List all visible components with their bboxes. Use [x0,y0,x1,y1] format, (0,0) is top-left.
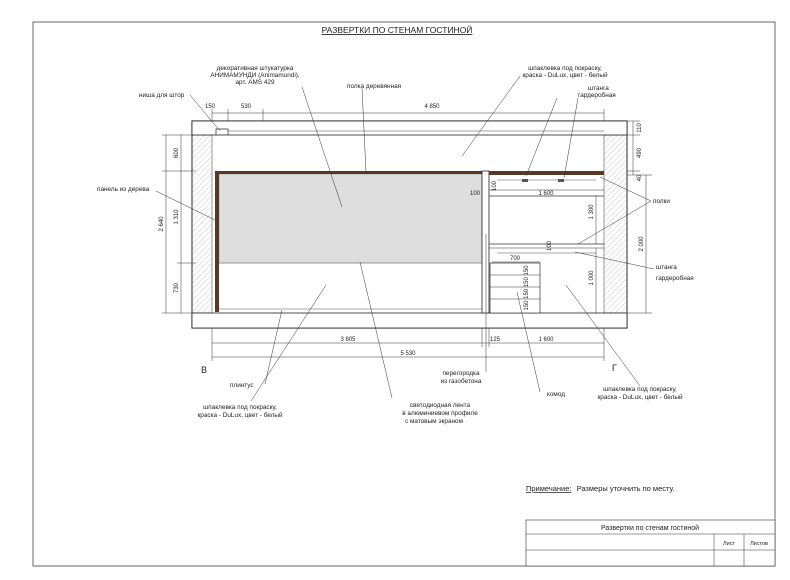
wood-shelf [216,171,482,174]
floor-slab [191,312,628,329]
annotation-rod-top-line1: штанга [588,85,609,92]
dim-w-100b: 100 [492,180,498,191]
title-block-sheet: Лист [723,541,735,547]
dim-w-1300: 1 300 [589,204,595,220]
section-mark-left: В [201,365,207,375]
dim-w-700: 700 [510,256,521,262]
leader-lines [155,75,655,402]
dim-w-1000: 1 000 [589,270,595,286]
annotation-rod-bottom-line1: штанга [656,264,677,271]
title-block: Развертки по стенам гостиной Лист Листов [525,519,776,567]
dimension-lines [162,109,652,361]
right-wall-section [603,134,628,314]
annotation-shelves: полки [653,198,670,205]
note-label: Примечание: [526,484,572,493]
annotation-wood-panel: панель из дерева [97,186,150,193]
annotation-plaster-line2: АНИМАМУНДИ (Animamundi), [210,72,300,79]
section-mark-right: Г [612,363,617,373]
annotation-putty-top-line1: шпаклевка под покраску, [528,65,602,72]
dim-top-150: 150 [205,104,216,110]
decorative-plaster-area [218,173,483,264]
annotation-putty-left-line1: шпаклевка под покраску, [203,404,277,411]
annotation-putty-right-line1: шпаклевка под покраску, [603,386,677,393]
dim-left-2640: 2 640 [159,216,165,232]
dim-left-730: 730 [174,282,180,293]
rod-hook-1 [522,179,528,182]
annotation-putty-top-line2: краска - DuLux, цвет - белый [522,71,607,79]
dim-top-530: 530 [241,104,252,110]
dim-w-100c: 100 [547,240,553,251]
dim-top-4850: 4 850 [424,104,440,110]
annotation-rod-top-line2: гардеробная [578,91,616,99]
curtain-niche [215,128,229,135]
dim-left-600: 600 [174,147,180,158]
title-block-sheets: Листов [750,541,768,547]
annotation-putty-left-line2: краска - DuLux, цвет - белый [197,411,282,419]
title-block-title: Развертки по стенам гостиной [601,524,699,532]
dim-w-100a: 100 [470,191,481,197]
sheet-frame [32,21,776,567]
annotation-baseboard: плинтус [230,382,254,389]
annotation-curtain-niche: ниша для штор [139,92,185,99]
sheet-title: РАЗВЕРТКИ ПО СТЕНАМ ГОСТИНОЙ [322,24,473,35]
dim-bottom-1600: 1 600 [538,337,554,343]
rod-hook-2 [558,179,564,182]
dim-right-110: 110 [637,123,643,133]
note-text: Размеры уточнить по месту. [577,484,675,493]
dim-bottom-3805: 3 805 [340,337,356,343]
dresser [489,262,541,314]
annotation-led-line3: с матовым экраном [405,418,463,425]
annotation-partition-line2: из газобетона [441,377,482,385]
elevation [191,120,628,329]
dim-bottom-125: 125 [490,337,501,343]
dim-right-2000: 2 000 [639,236,645,252]
annotation-wood-shelf: полка деревянная [347,83,402,90]
dim-drawers: 150 150 150 150 [524,265,530,311]
annotation-led-line1: светодиодная лента [410,402,471,409]
annotation-led-line2: в алюминиевом профиле [402,410,478,417]
annotation-putty-right-line2: краска - DuLux, цвет - белый [597,393,682,401]
ceiling-slab [191,120,628,136]
dim-left-1310: 1 310 [174,209,180,225]
dim-w-1600-top: 1 600 [538,191,554,197]
annotation-partition-line1: перегородка [442,370,480,377]
partition [481,170,490,314]
wood-panel [215,171,219,312]
annotation-rod-bottom-line2: гардеробная [656,274,694,282]
dim-right-490: 490 [637,147,643,158]
left-wall-section [191,134,213,314]
note: Примечание: Размеры уточнить по месту. [526,484,675,493]
annotation-dresser: комод [547,391,565,398]
annotation-plaster-line1: декоративная штукатурка [217,65,294,72]
dim-right-40: 40 [637,174,643,181]
dim-bottom-5530: 5 530 [400,351,416,357]
wardrobe-top-shelf [489,171,604,175]
annotation-plaster-line3: арт. AMS 429 [235,79,274,86]
